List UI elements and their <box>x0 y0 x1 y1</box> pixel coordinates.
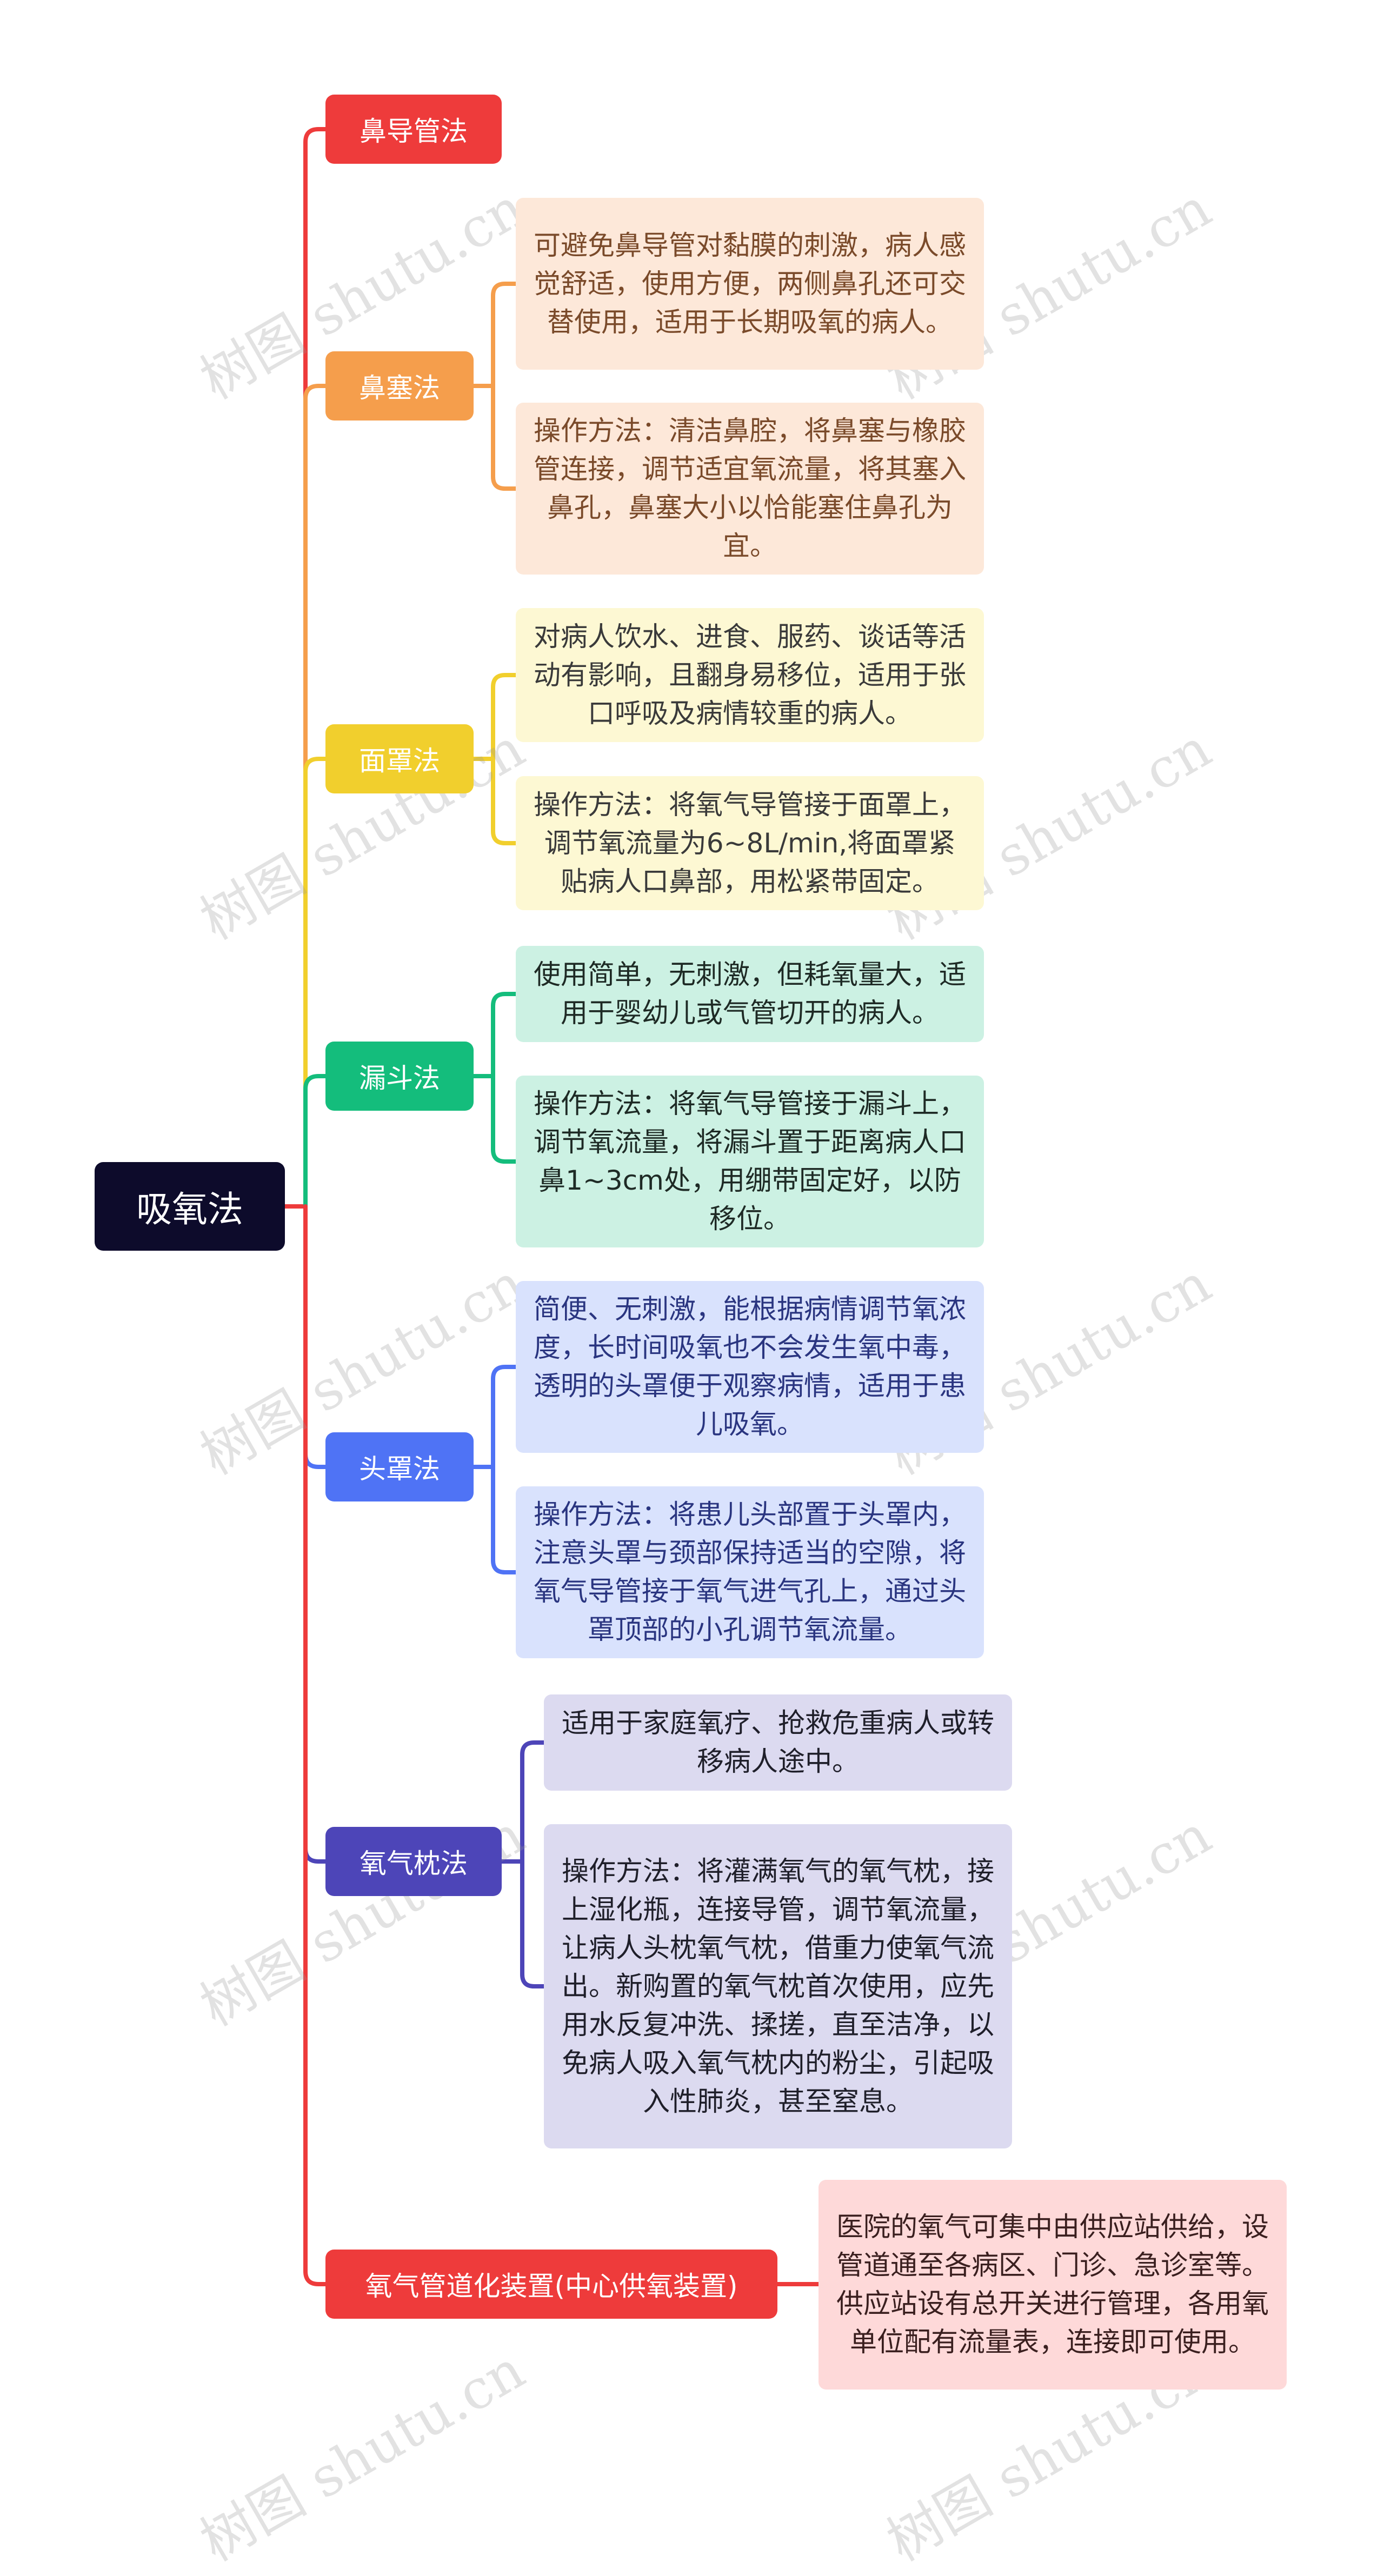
branch-connector <box>303 127 328 1209</box>
branch-central-oxygen[interactable]: 氧气管道化装置(中心供氧装置) <box>325 2250 777 2319</box>
leaf-connector <box>491 1465 518 1574</box>
leaf-oxygen-pillow-2[interactable]: 操作方法：将灌满氧气的氧气枕，接上湿化瓶，连接导管，调节氧流量，让病人头枕氧气枕… <box>544 1824 1012 2148</box>
leaf-nasal-plug-1[interactable]: 可避免鼻导管对黏膜的刺激，病人感觉舒适，使用方便，两侧鼻孔还可交替使用，适用于长… <box>516 198 984 370</box>
branch-head-hood[interactable]: 头罩法 <box>325 1432 474 1501</box>
leaf-face-mask-1[interactable]: 对病人饮水、进食、服药、谈话等活动有影响，且翻身易移位，适用于张口呼吸及病情较重… <box>516 608 984 742</box>
leaf-connector <box>491 757 518 845</box>
leaf-connector <box>520 1740 546 1864</box>
branch-connector <box>303 757 328 1209</box>
branch-oxygen-pillow[interactable]: 氧气枕法 <box>325 1827 502 1896</box>
branch-funnel[interactable]: 漏斗法 <box>325 1042 474 1111</box>
leaf-connector <box>491 992 518 1078</box>
leaf-funnel-1[interactable]: 使用简单，无刺激，但耗氧量大，适用于婴幼儿或气管切开的病人。 <box>516 946 984 1042</box>
leaf-nasal-plug-2[interactable]: 操作方法：清洁鼻腔，将鼻塞与橡胶管连接，调节适宜氧流量，将其塞入鼻孔，鼻塞大小以… <box>516 403 984 575</box>
branch-connector <box>303 1074 328 1209</box>
branch-connector <box>303 384 328 1209</box>
branch-connector <box>303 1204 328 1469</box>
mind-map: 树图 shutu.cn 树图 shutu.cn 树图 shutu.cn 树图 s… <box>95 95 1287 2573</box>
branch-nasal-cannula[interactable]: 鼻导管法 <box>325 95 502 164</box>
leaf-connector <box>491 1365 518 1469</box>
leaf-connector <box>520 1859 546 1988</box>
leaf-connector <box>491 673 518 761</box>
root-node[interactable]: 吸氧法 <box>95 1162 285 1251</box>
leaf-connector <box>491 1074 518 1164</box>
branch-nasal-plug[interactable]: 鼻塞法 <box>325 351 474 421</box>
leaf-head-hood-2[interactable]: 操作方法：将患儿头部置于头罩内，注意头罩与颈部保持适当的空隙，将氧气导管接于氧气… <box>516 1486 984 1658</box>
branch-face-mask[interactable]: 面罩法 <box>325 724 474 793</box>
leaf-connector <box>491 384 518 491</box>
leaf-connector <box>491 282 518 388</box>
branch-connector <box>303 1204 328 2286</box>
connector-lines <box>283 127 821 2286</box>
leaf-central-oxygen-1[interactable]: 医院的氧气可集中由供应站供给，设管道通至各病区、门诊、急诊室等。供应站设有总开关… <box>819 2180 1287 2390</box>
leaf-face-mask-2[interactable]: 操作方法：将氧气导管接于面罩上，调节氧流量为6~8L/min,将面罩紧贴病人口鼻… <box>516 776 984 910</box>
leaf-head-hood-1[interactable]: 简便、无刺激，能根据病情调节氧浓度，长时间吸氧也不会发生氧中毒，透明的头罩便于观… <box>516 1281 984 1453</box>
leaf-funnel-2[interactable]: 操作方法：将氧气导管接于漏斗上，调节氧流量，将漏斗置于距离病人口鼻1~3cm处，… <box>516 1076 984 1247</box>
leaf-oxygen-pillow-1[interactable]: 适用于家庭氧疗、抢救危重病人或转移病人途中。 <box>544 1694 1012 1791</box>
branch-connector <box>303 1204 328 1864</box>
